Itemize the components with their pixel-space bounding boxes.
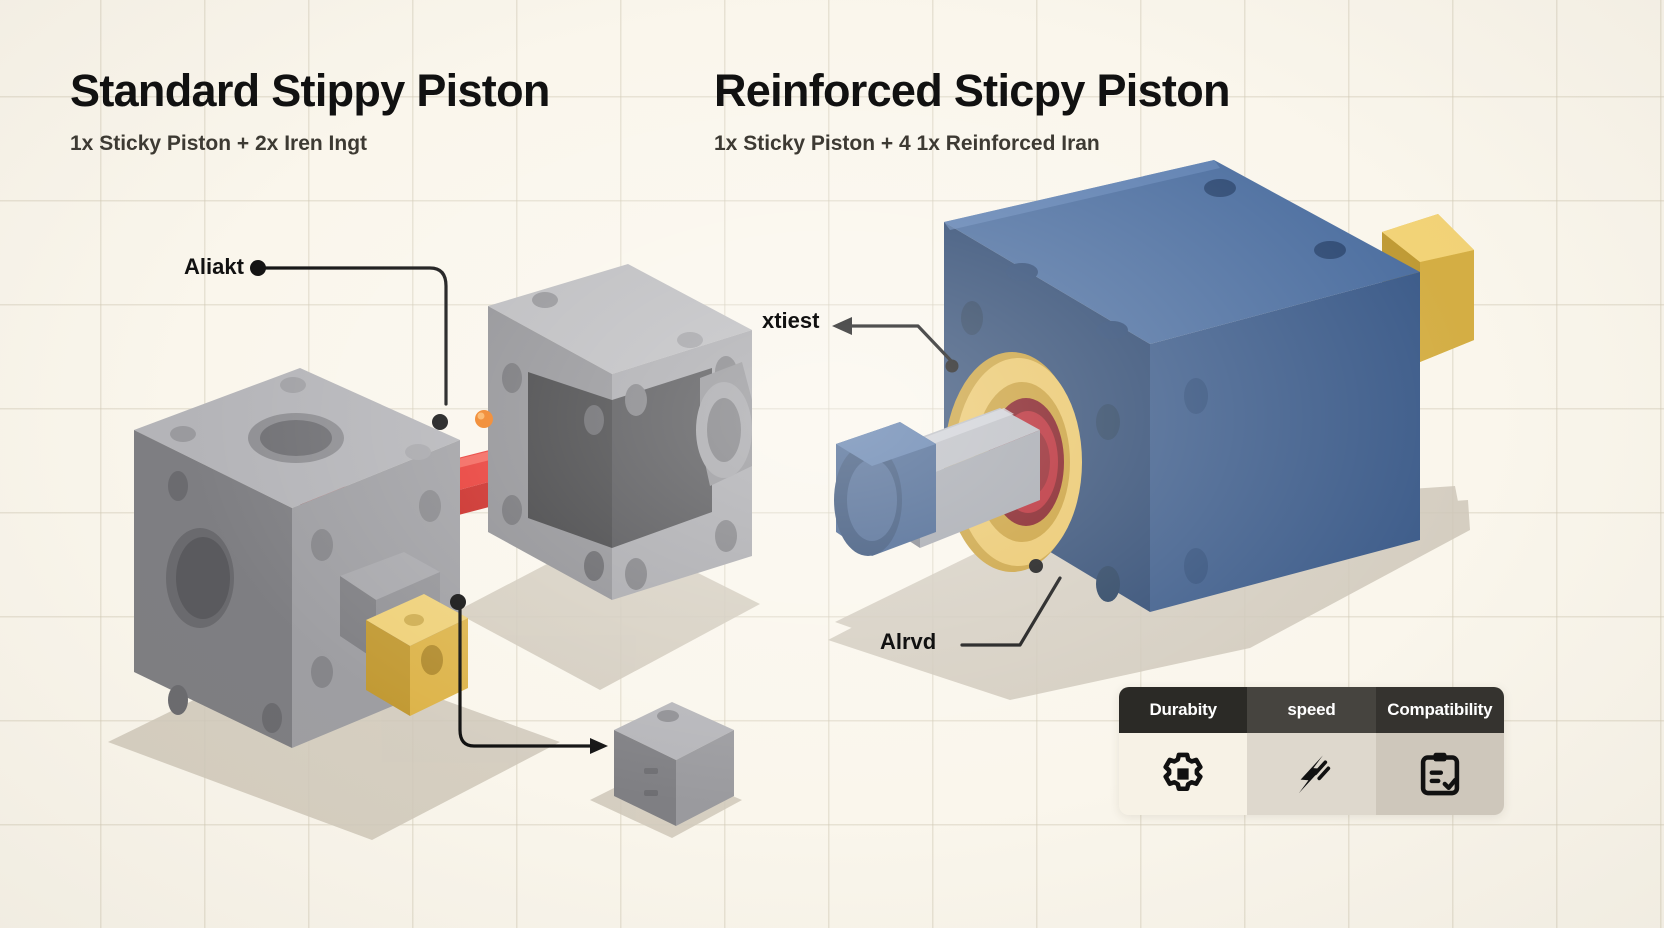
- left-title: Standard Stippy Piston: [70, 65, 550, 116]
- callout-arrow-lower-left: [590, 738, 608, 754]
- iron-ingot-cube: [366, 594, 468, 716]
- shaft-collar: [834, 422, 936, 556]
- right-subtitle: 1x Sticky Piston + 4 1x Reinforced Iran: [714, 132, 1100, 155]
- small-grey-cube: [614, 702, 734, 826]
- callout-endpoint-xtiest: [945, 359, 959, 373]
- stat-label-durability: Durabity: [1119, 687, 1248, 733]
- stat-icon-cell-compatibility: [1375, 733, 1504, 815]
- rear-cylinder-boss: [696, 362, 752, 486]
- stat-icon-cell-speed: [1247, 733, 1376, 815]
- right-title: Reinforced Sticpy Piston: [714, 65, 1230, 116]
- right-heading-group: Reinforced Sticpy Piston 1x Sticky Pisto…: [714, 68, 1230, 154]
- stat-comparison-bar: Durabity speed Compatibility: [1119, 687, 1504, 815]
- left-subtitle: 1x Sticky Piston + 2x Iren Ingt: [70, 132, 368, 155]
- callout-label-alrvd: Alrvd: [880, 629, 937, 654]
- stat-label-speed: speed: [1247, 687, 1376, 733]
- callout-label-aliakt: Aliakt: [184, 254, 244, 279]
- stat-icon-cell-durability: [1119, 733, 1248, 815]
- callout-dot-lower-left: [450, 594, 466, 610]
- stat-label-compatibility: Compatibility: [1375, 687, 1504, 733]
- callout-endpoint-aliakt: [432, 414, 448, 430]
- gear-icon: [1163, 752, 1203, 792]
- stat-column-durability[interactable]: Durabity: [1119, 687, 1248, 815]
- lightning-icon: [1299, 755, 1331, 794]
- callout-dot-aliakt: [250, 260, 266, 276]
- left-heading-group: Standard Stippy Piston 1x Sticky Piston …: [70, 68, 550, 154]
- clipboard-icon: [1420, 752, 1459, 796]
- callout-arrow-xtiest: [832, 317, 852, 335]
- stat-column-compatibility[interactable]: Compatibility: [1375, 687, 1504, 815]
- stat-column-speed[interactable]: speed: [1247, 687, 1376, 815]
- callout-label-xtiest: xtiest: [762, 308, 820, 333]
- callout-endpoint-alrvd: [1029, 559, 1043, 573]
